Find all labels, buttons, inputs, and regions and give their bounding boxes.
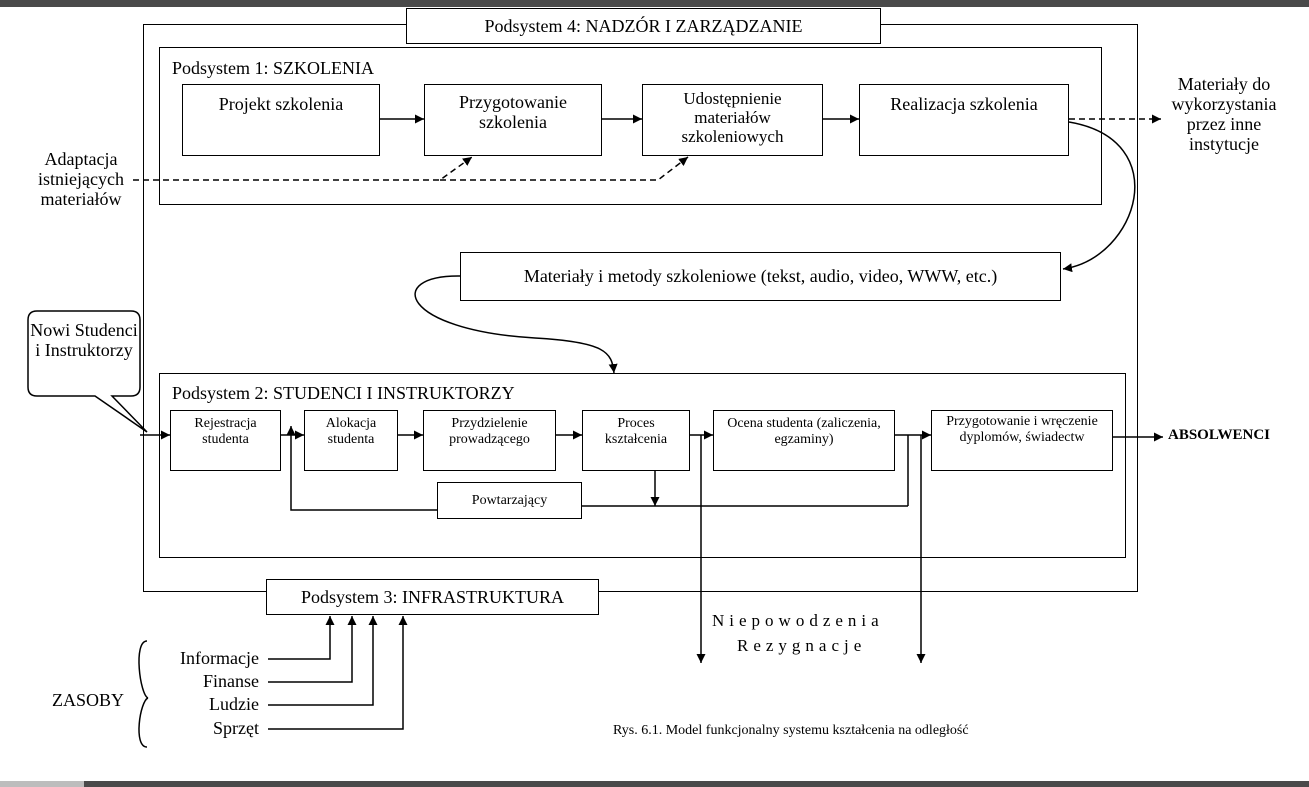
subsystem1-title: Podsystem 1: SZKOLENIA [172,58,374,78]
failures-line1: Niepowodzenia [712,611,884,630]
resources-group-label: ZASOBY [52,690,125,710]
step-label: Proces kształcenia [604,416,668,447]
step-label: Przygotowanie i wręczenie dyplomów, świa… [946,414,1098,445]
step-label: Przygotowanie szkolenia [459,92,567,133]
step-label: Ocena studenta (zaliczenia, egzaminy) [727,416,881,447]
resource-finanse: Finanse [203,671,259,691]
external-materials-label: Materiały do wykorzystania przez inne in… [1171,74,1277,155]
step-udostepnienie-materialow: Udostępnienie materiałów szkoleniowych [642,84,823,156]
step-realizacja-szkolenia: Realizacja szkolenia [859,84,1069,156]
subsystem4-title-box: Podsystem 4: NADZÓR I ZARZĄDZANIE [406,8,881,44]
failures-line2: Rezygnacje [737,636,867,655]
repeat-box: Powtarzający [437,482,582,519]
subsystem3-title: Podsystem 3: INFRASTRUKTURA [300,586,565,607]
step-przydzielenie-prowadzacego: Przydzielenie prowadzącego [423,410,556,471]
subsystem2-title: Podsystem 2: STUDENCI I INSTRUKTORZY [172,383,515,403]
graduates-label: Absolwenci [1168,427,1270,443]
subsystem4-title: Podsystem 4: NADZÓR I ZARZĄDZANIE [484,15,803,36]
resource-sprzet: Sprzęt [213,718,259,738]
step-przygotowanie-szkolenia: Przygotowanie szkolenia [424,84,602,156]
figure-caption: Rys. 6.1. Model funkcjonalny systemu ksz… [613,723,969,738]
top-window-bar [0,0,1309,7]
step-rejestracja-studenta: Rejestracja studenta [170,410,281,471]
step-przygotowanie-dyplomow: Przygotowanie i wręczenie dyplomów, świa… [931,410,1113,471]
step-label: Udostępnienie materiałów szkoleniowych [681,89,784,147]
step-label: Przydzielenie prowadzącego [449,416,530,447]
step-alokacja-studenta: Alokacja studenta [304,410,398,471]
subsystem3-title-box: Podsystem 3: INFRASTRUKTURA [266,579,599,615]
bottom-window-bar-left [0,781,84,787]
step-label: Rejestracja studenta [194,416,257,447]
subsystem1-frame [159,47,1102,205]
repeat-label: Powtarzający [471,492,548,508]
subsystem2-frame [159,373,1126,558]
step-label: Projekt szkolenia [218,94,344,114]
adaptation-label: Adaptacja istniejących materiałów [38,149,124,210]
resource-informacje: Informacje [180,648,259,668]
step-label: Realizacja szkolenia [890,94,1038,114]
step-ocena-studenta: Ocena studenta (zaliczenia, egzaminy) [713,410,895,471]
step-label: Alokacja studenta [325,416,377,447]
resource-ludzie: Ludzie [209,694,259,714]
methods-box: Materiały i metody szkoleniowe (tekst, a… [460,252,1061,301]
new-people-label: Nowi Studenci i Instruktorzy [30,320,138,361]
methods-label: Materiały i metody szkoleniowe (tekst, a… [523,266,998,286]
step-projekt-szkolenia: Projekt szkolenia [182,84,380,156]
bottom-window-bar [0,781,1309,787]
step-proces-ksztalcenia: Proces kształcenia [582,410,690,471]
